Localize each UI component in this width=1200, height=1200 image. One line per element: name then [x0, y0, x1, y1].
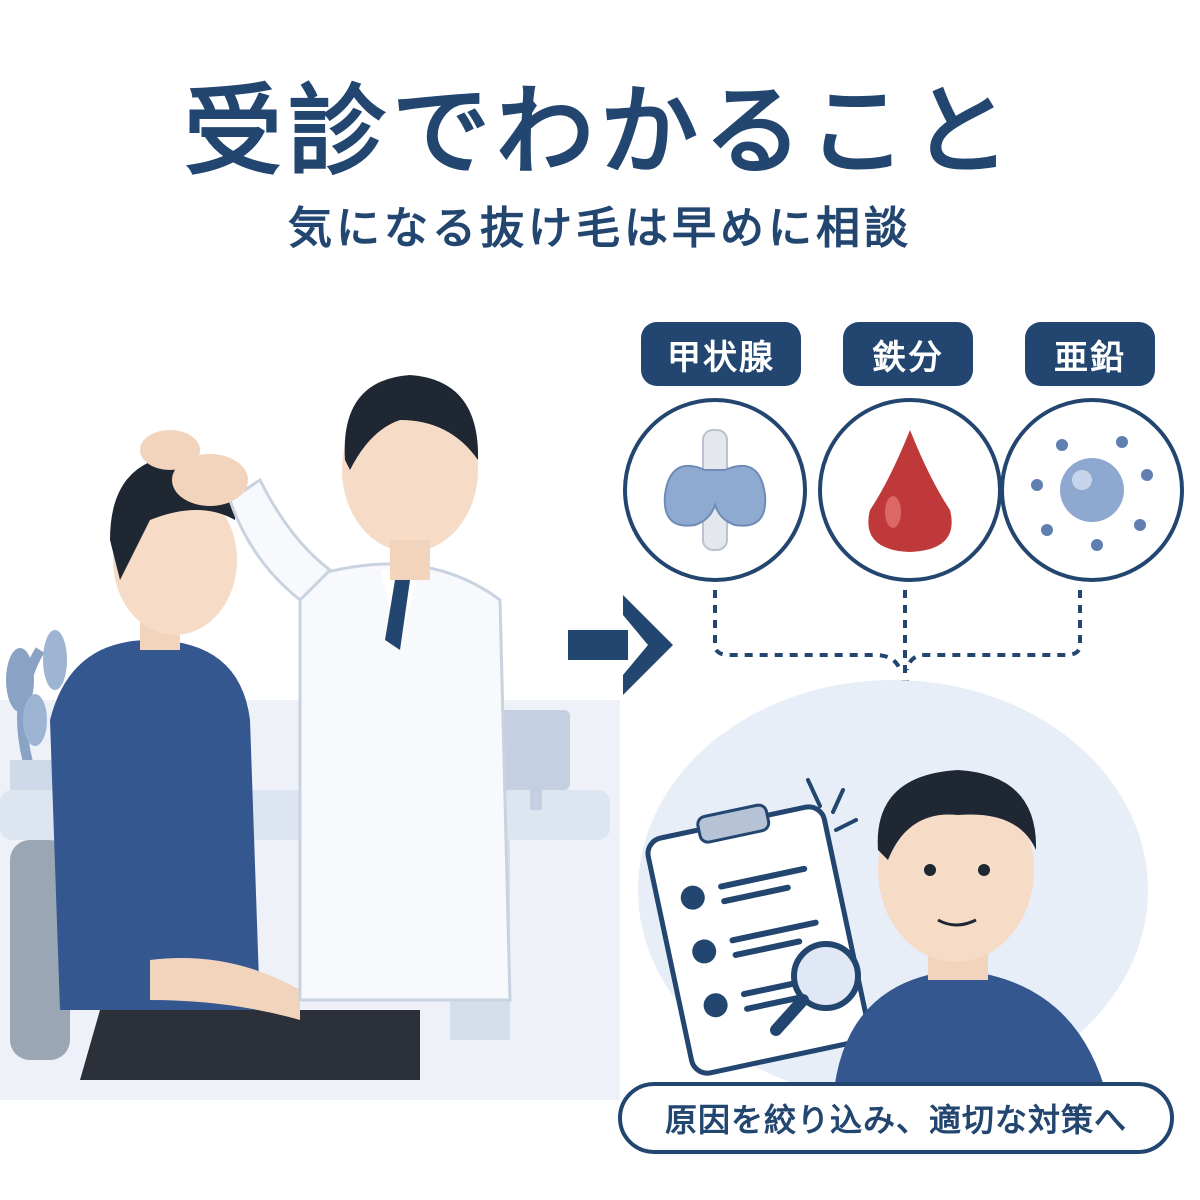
- patient-figure: [50, 455, 420, 1080]
- page-subtitle: 気になる抜け毛は早めに相談: [288, 203, 912, 254]
- sparkle-icon: [806, 778, 858, 832]
- arrow-right-icon: [568, 595, 673, 695]
- thyroid-icon: [663, 429, 767, 551]
- blood-drop-icon: [868, 430, 952, 552]
- monitor-icon: [500, 710, 570, 810]
- result-illustration: [645, 770, 1108, 1100]
- page-title: 受診でわかること: [183, 75, 1016, 189]
- check-label-thyroid: 甲状腺: [641, 322, 801, 386]
- iron-circle: [818, 398, 1002, 582]
- zinc-circle: [1000, 398, 1184, 582]
- magnifier-icon: [770, 941, 861, 1036]
- result-person-figure: [833, 770, 1108, 1100]
- plant-icon: [6, 630, 67, 800]
- doctor-figure: [140, 375, 512, 1002]
- zinc-molecule-icon: [1031, 436, 1153, 551]
- consultation-illustration: [0, 375, 620, 1100]
- check-label-zinc: 亜鉛: [1025, 322, 1155, 386]
- chair: [10, 840, 70, 1060]
- result-caption: 原因を絞り込み、適切な対策へ: [618, 1082, 1174, 1154]
- clipboard-icon: [645, 803, 871, 1076]
- thyroid-circle: [623, 398, 807, 582]
- check-label-iron: 鉄分: [843, 322, 973, 386]
